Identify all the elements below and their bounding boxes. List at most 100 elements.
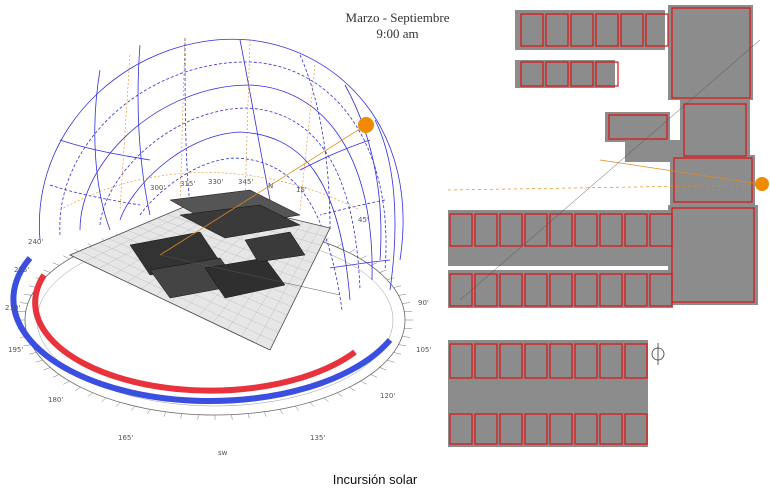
- azimuth-tick: [231, 414, 233, 420]
- azimuth-tick: [63, 255, 70, 260]
- azimuth-tick: [279, 409, 283, 415]
- plan-room: [545, 13, 569, 47]
- azimuth-tick: [131, 405, 135, 411]
- plan-room: [499, 413, 523, 445]
- plan-room: [624, 213, 648, 247]
- period-label: Marzo - Septiembre: [345, 10, 450, 25]
- azimuth-tick: [23, 344, 32, 347]
- grid-line: [156, 218, 309, 272]
- azimuth-label: 120': [380, 392, 395, 400]
- winter-arc: [10, 256, 393, 404]
- azimuth-tick: [349, 249, 356, 254]
- plan-room: [599, 343, 623, 379]
- plan-room: [474, 343, 498, 379]
- azimuth-label: 225': [14, 266, 29, 274]
- azimuth-tick: [197, 414, 199, 420]
- plan-room: [671, 7, 751, 99]
- plan-room: [520, 13, 544, 47]
- azimuth-tick: [402, 302, 411, 304]
- azimuth-label: 315': [180, 180, 195, 188]
- azimuth-label: 135': [310, 434, 325, 442]
- azimuth-tick: [101, 397, 107, 403]
- plan-room: [671, 207, 755, 303]
- azimuth-label: 15': [296, 186, 307, 194]
- plan-room: [574, 343, 598, 379]
- azimuth-tick: [370, 262, 378, 266]
- bottom-direction-label: sw: [218, 449, 228, 457]
- azimuth-tick: [35, 359, 43, 363]
- azimuth-tick: [295, 405, 299, 411]
- azimuth-tick: [393, 352, 402, 355]
- azimuth-tick: [52, 374, 60, 378]
- azimuth-tick: [63, 380, 70, 385]
- sun-marker: [358, 117, 374, 133]
- plan-room: [449, 413, 473, 445]
- plan-floor-areas: [448, 5, 758, 447]
- plan-room: [599, 273, 623, 307]
- grid-line: [147, 222, 305, 281]
- plan-room: [524, 413, 548, 445]
- azimuth-tick: [323, 397, 329, 403]
- plan-room: [574, 413, 598, 445]
- plan-room: [595, 13, 619, 47]
- plan-room: [549, 213, 573, 247]
- azimuth-tick: [379, 367, 387, 371]
- plan-room: [624, 413, 648, 445]
- plan-room: [449, 343, 473, 379]
- azimuth-tick: [360, 255, 367, 260]
- azimuth-tick: [52, 262, 60, 266]
- plan-room: [673, 157, 753, 203]
- plan-room: [570, 13, 594, 47]
- plan-room: [595, 61, 619, 87]
- azimuth-labels: 240'225'210'195'180'165'135'120'105'90'4…: [5, 178, 431, 442]
- plan-sun-marker: [755, 177, 769, 191]
- plan-room: [524, 343, 548, 379]
- plan-room: [474, 213, 498, 247]
- plan-room: [520, 61, 544, 87]
- hour-lines: [59, 37, 361, 211]
- plan-room: [524, 213, 548, 247]
- sun-ray: [159, 124, 367, 256]
- azimuth-tick: [28, 352, 37, 355]
- sun-path-dome: [38, 37, 404, 311]
- plan-room: [474, 413, 498, 445]
- azimuth-tick: [115, 402, 121, 407]
- azimuth-label: 300': [150, 184, 165, 192]
- azimuth-tick: [147, 409, 151, 415]
- plan-room: [499, 213, 523, 247]
- azimuth-label: 45': [358, 216, 369, 224]
- plan-room: [474, 273, 498, 307]
- azimuth-tick: [309, 402, 315, 407]
- azimuth-tick: [398, 344, 407, 347]
- azimuth-tick: [370, 374, 378, 378]
- plan-room: [499, 343, 523, 379]
- north-label: N: [268, 182, 273, 190]
- azimuth-label: 165': [118, 434, 133, 442]
- azimuth-label: 345': [238, 178, 253, 186]
- plan-room: [549, 273, 573, 307]
- azimuth-label: 90': [418, 299, 429, 307]
- north-arrow-icon: [651, 343, 665, 365]
- plan-sun-ray: [447, 184, 761, 191]
- azimuth-tick: [23, 293, 32, 296]
- azimuth-label: 180': [48, 396, 63, 404]
- azimuth-tick: [74, 386, 81, 391]
- plan-room: [624, 273, 648, 307]
- azimuth-tick: [360, 380, 367, 385]
- azimuth-tick: [349, 386, 356, 391]
- plan-room: [449, 273, 473, 307]
- azimuth-tick: [87, 392, 94, 397]
- plan-room: [683, 103, 747, 157]
- azimuth-tick: [387, 277, 395, 281]
- plan-diagonal: [459, 39, 761, 301]
- azimuth-tick: [43, 367, 51, 371]
- diagram-title: Marzo - Septiembre 9:00 am: [325, 10, 470, 42]
- plan-room: [645, 13, 669, 47]
- azimuth-tick: [379, 269, 387, 273]
- azimuth-tick: [180, 413, 183, 419]
- plan-room-walls: [449, 7, 755, 445]
- shadow-line: [159, 254, 341, 296]
- azimuth-tick: [336, 243, 343, 248]
- figure-caption: Incursión solar: [332, 472, 418, 487]
